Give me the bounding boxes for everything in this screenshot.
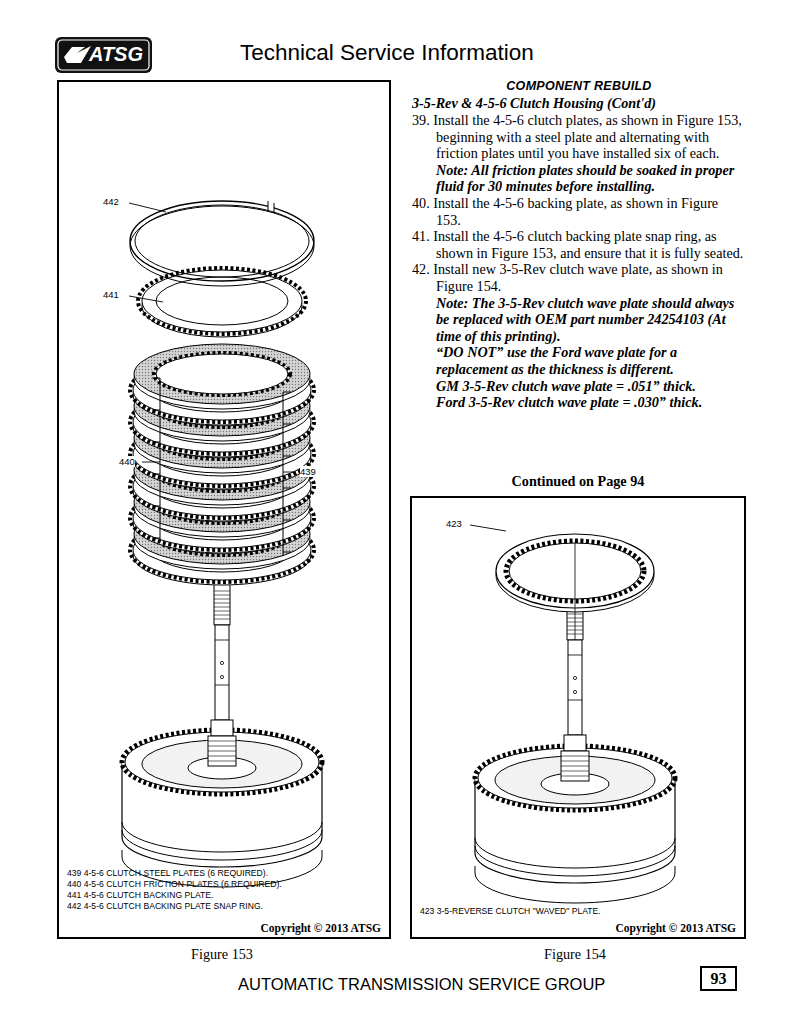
note-text: Note: All friction plates should be soak… bbox=[412, 162, 746, 195]
logo-box: ATSG bbox=[55, 37, 152, 73]
drawing-part bbox=[142, 270, 302, 332]
figure-caption: Figure 154 bbox=[495, 946, 655, 963]
figure-153-drawing bbox=[122, 198, 322, 887]
figure-154-drawing bbox=[470, 525, 675, 903]
parts-list-item: 441 4-5-6 CLUTCH BACKING PLATE. bbox=[67, 890, 213, 900]
parts-list-item: 440 4-5-6 CLUTCH FRICTION PLATES (6 REQU… bbox=[67, 879, 282, 889]
drawing-part bbox=[129, 203, 166, 212]
section-heading: COMPONENT REBUILD bbox=[412, 79, 746, 94]
drawing-part bbox=[575, 543, 576, 640]
drawing-part bbox=[138, 268, 306, 334]
text-column: COMPONENT REBUILD3-5-Rev & 4-5-6 Clutch … bbox=[412, 79, 746, 411]
callout-number: 440 bbox=[119, 456, 135, 467]
figure-frame: 439 4-5-6 CLUTCH STEEL PLATES (6 REQUIRE… bbox=[57, 80, 391, 939]
step-text: 40. Install the 4-5-6 backing plate, as … bbox=[412, 195, 746, 228]
page-number: 93 bbox=[702, 969, 735, 988]
logo-mark bbox=[64, 46, 91, 63]
drawing-part bbox=[142, 462, 160, 463]
step-text: 42. Install new 3-5-Rev clutch wave plat… bbox=[412, 261, 746, 294]
drawing-part bbox=[156, 277, 288, 325]
drawing-part bbox=[268, 198, 274, 210]
parts-list-item: 439 4-5-6 CLUTCH STEEL PLATES (6 REQUIRE… bbox=[67, 868, 268, 878]
callout-number: 423 bbox=[446, 518, 462, 529]
callout-number: 439 bbox=[300, 466, 316, 477]
note-text: Note: The 3-5-Rev clutch wave plate shou… bbox=[412, 295, 746, 345]
page-footer: AUTOMATIC TRANSMISSION SERVICE GROUP bbox=[238, 975, 605, 994]
callout-number: 442 bbox=[103, 196, 119, 207]
drawing-part bbox=[283, 472, 296, 473]
drawing-part bbox=[130, 206, 314, 286]
drawing-part bbox=[160, 378, 161, 542]
drawing-part bbox=[152, 378, 160, 538]
step-text: 39. Install the 4-5-6 clutch plates, as … bbox=[412, 112, 746, 162]
parts-list-item: 423 3-5-REVERSE CLUTCH "WAVED" PLATE. bbox=[420, 906, 601, 916]
drawing-part bbox=[129, 296, 163, 302]
copyright-note: Copyright © 2013 ATSG bbox=[615, 922, 736, 934]
copyright-note: Copyright © 2013 ATSG bbox=[260, 922, 381, 934]
drawing-part bbox=[470, 525, 506, 531]
page-number-box: 93 bbox=[700, 966, 737, 991]
figure-caption: Figure 153 bbox=[142, 946, 302, 963]
note-text: Ford 3-5-Rev clutch wave plate = .030” t… bbox=[412, 394, 746, 411]
logo-text: ATSG bbox=[89, 42, 143, 66]
drawing-part bbox=[130, 201, 314, 281]
parts-list-item: 442 4-5-6 CLUTCH BACKING PLATE SNAP RING… bbox=[67, 901, 263, 911]
drawing-part bbox=[208, 582, 236, 766]
section-subheading: 3-5-Rev & 4-5-6 Clutch Housing (Cont'd) bbox=[412, 94, 746, 112]
note-text: GM 3-5-Rev clutch wave plate = .051” thi… bbox=[412, 378, 746, 395]
callout-number: 441 bbox=[103, 289, 119, 300]
drawing-part bbox=[283, 392, 284, 556]
continued-note: Continued on Page 94 bbox=[410, 473, 746, 490]
logo-border bbox=[58, 40, 149, 70]
drawing-part bbox=[135, 205, 309, 277]
note-text: “DO NOT” use the Ford wave plate for a r… bbox=[412, 344, 746, 377]
drawing-part bbox=[268, 201, 274, 213]
page-title: Technical Service Information bbox=[240, 40, 534, 66]
figure-frame: 423 3-5-REVERSE CLUTCH "WAVED" PLATE. Cop… bbox=[410, 496, 746, 939]
step-text: 41. Install the 4-5-6 clutch backing pla… bbox=[412, 228, 746, 261]
